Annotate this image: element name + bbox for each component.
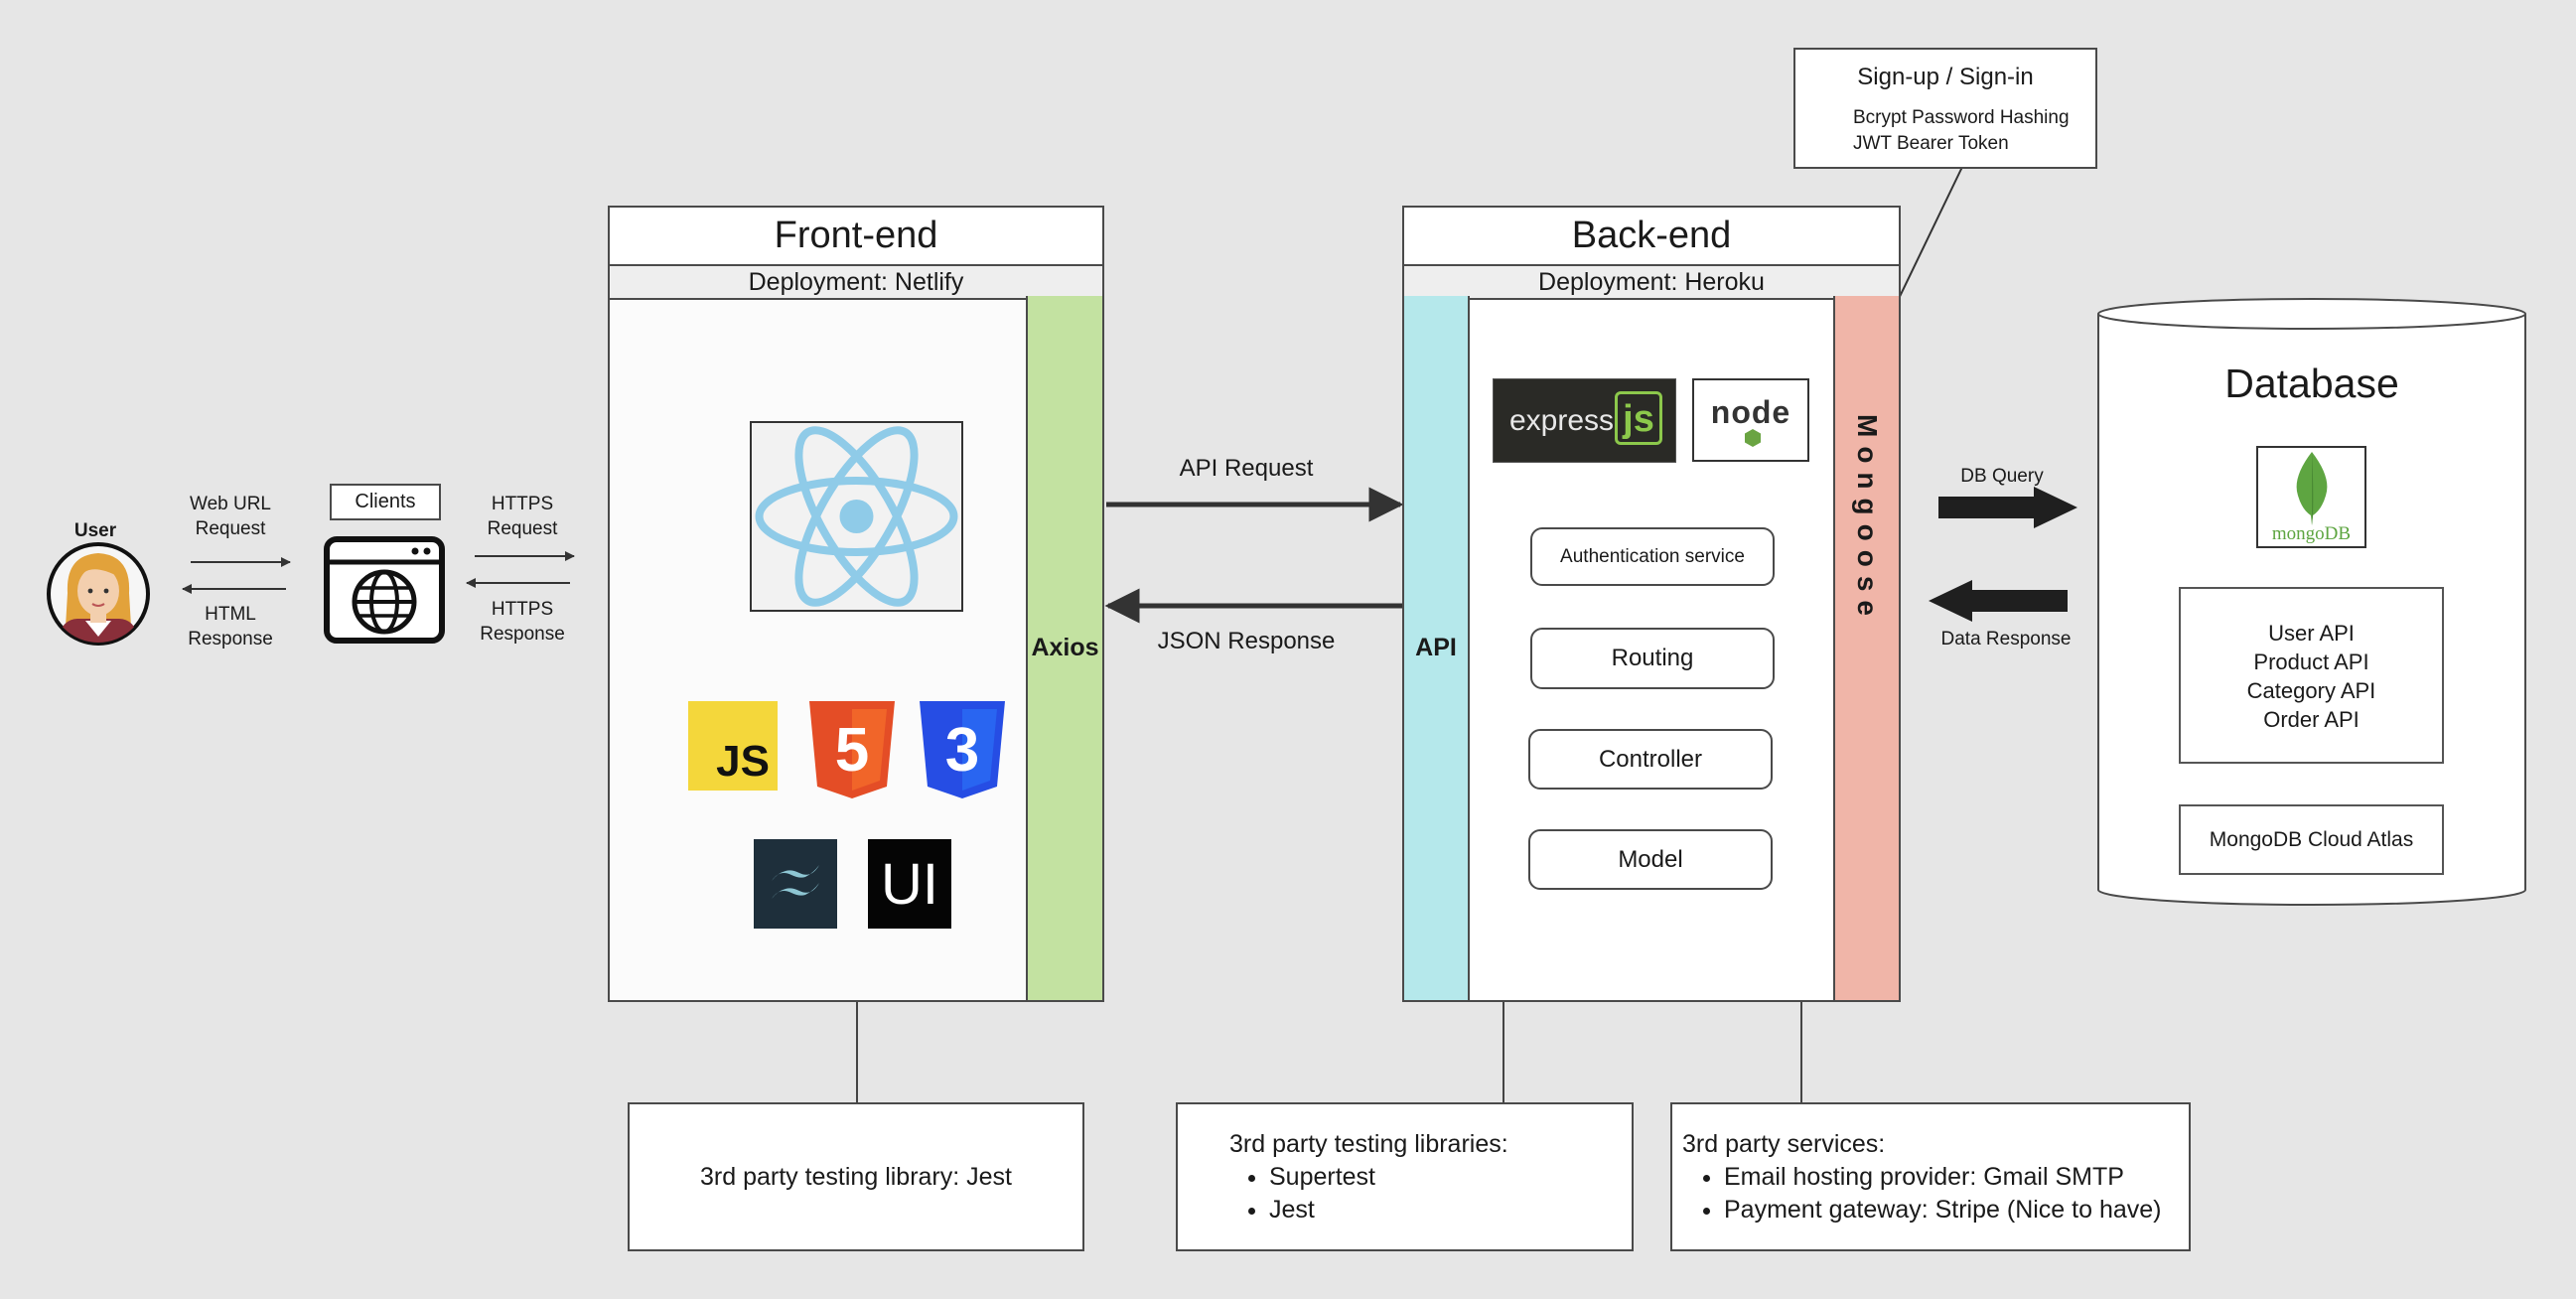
mui-logo-text: UI xyxy=(881,851,938,917)
mongoose-label: Mongoose xyxy=(1852,414,1883,625)
database-api-item: Product API xyxy=(2253,650,2369,674)
axios-label: Axios xyxy=(1031,634,1099,661)
database-api-item: Order API xyxy=(2263,707,2360,732)
user-label: User xyxy=(73,520,117,541)
mongodb-logo-text: mongoDB xyxy=(2271,523,2352,544)
backend-testing-note-heading: 3rd party testing libraries: xyxy=(1229,1130,1508,1158)
https-response-label: HTTPS Response xyxy=(480,599,565,645)
javascript-logo: JS xyxy=(688,701,778,791)
mongodb-leaf-icon xyxy=(2296,452,2328,525)
express-logo: express js xyxy=(1493,378,1676,463)
mongodb-atlas-box: MongoDB Cloud Atlas xyxy=(2179,804,2444,875)
https-request-label: HTTPS Request xyxy=(487,494,558,539)
mongodb-logo: mongoDB xyxy=(2256,446,2366,548)
authentication-service-label: Authentication service xyxy=(1560,545,1745,567)
backend-services-note: 3rd party services: Email hosting provid… xyxy=(1670,1102,2191,1251)
express-logo-text: express xyxy=(1509,404,1615,437)
express-logo-js: js xyxy=(1615,391,1662,445)
routing-label: Routing xyxy=(1611,645,1694,671)
model-label: Model xyxy=(1618,845,1683,873)
data-response-arrow xyxy=(1929,580,2068,622)
clients-label: Clients xyxy=(330,484,441,520)
backend-title: Back-end xyxy=(1571,215,1732,256)
react-logo xyxy=(750,421,963,612)
data-response-label: Data Response xyxy=(1940,628,2072,650)
controller-label: Controller xyxy=(1598,745,1703,773)
backend-services-item: Payment gateway: Stripe (Nice to have) xyxy=(1724,1194,2189,1227)
auth-callout-line2: JWT Bearer Token xyxy=(1853,133,2009,154)
api-column: API xyxy=(1402,296,1470,1002)
routing-box[interactable]: Routing xyxy=(1530,628,1775,689)
backend-testing-item: Jest xyxy=(1269,1194,1632,1227)
api-label: API xyxy=(1415,634,1457,661)
backend-services-item: Email hosting provider: Gmail SMTP xyxy=(1724,1161,2189,1194)
mongoose-column: Mongoose xyxy=(1833,296,1901,1002)
frontend-testing-note: 3rd party testing library: Jest xyxy=(628,1102,1084,1251)
html5-logo-text: 5 xyxy=(835,716,869,785)
backend-deployment: Deployment: Heroku xyxy=(1404,264,1899,300)
user-avatar-icon xyxy=(47,542,150,646)
api-request-label: API Request xyxy=(1179,455,1314,482)
mui-logo: UI xyxy=(868,839,951,929)
model-box[interactable]: Model xyxy=(1528,829,1773,890)
frontend-title: Front-end xyxy=(610,208,1102,264)
database-api-list: User API Product API Category API Order … xyxy=(2179,587,2444,764)
html5-logo: 5 xyxy=(809,701,895,798)
mongodb-atlas-label: MongoDB Cloud Atlas xyxy=(2209,827,2414,851)
backend-testing-item: Supertest xyxy=(1269,1161,1632,1194)
html-response-label: HTML Response xyxy=(188,604,273,650)
json-response-label: JSON Response xyxy=(1157,628,1336,654)
database-title: Database xyxy=(2224,360,2399,406)
database-api-item: Category API xyxy=(2246,678,2376,703)
auth-callout: Sign-up / Sign-in Bcrypt Password Hashin… xyxy=(1793,48,2097,169)
browser-globe-icon[interactable] xyxy=(324,536,445,644)
css3-logo: 3 xyxy=(920,701,1005,798)
auth-callout-title: Sign-up / Sign-in xyxy=(1857,64,2034,90)
nodejs-logo-text: node xyxy=(1710,394,1791,430)
axios-column: Axios xyxy=(1026,296,1104,1002)
css3-logo-text: 3 xyxy=(945,716,979,785)
frontend-testing-note-text: 3rd party testing library: Jest xyxy=(699,1162,1012,1191)
database-api-item: User API xyxy=(2268,621,2355,646)
db-query-label: DB Query xyxy=(1960,465,2044,487)
authentication-service-box[interactable]: Authentication service xyxy=(1530,527,1775,586)
backend-testing-note: 3rd party testing libraries: Supertest J… xyxy=(1176,1102,1634,1251)
javascript-logo-text: JS xyxy=(716,737,770,786)
backend-services-note-heading: 3rd party services: xyxy=(1682,1130,1886,1158)
tailwind-logo xyxy=(754,839,837,929)
controller-box[interactable]: Controller xyxy=(1528,729,1773,790)
db-query-arrow xyxy=(1938,487,2077,528)
auth-callout-line1: Bcrypt Password Hashing xyxy=(1853,107,2070,128)
react-icon xyxy=(755,426,958,607)
web-url-request-label: Web URL Request xyxy=(189,494,271,539)
nodejs-hexagon-icon xyxy=(1745,429,1761,447)
nodejs-logo: node xyxy=(1692,378,1809,462)
frontend-deployment: Deployment: Netlify xyxy=(610,264,1102,300)
